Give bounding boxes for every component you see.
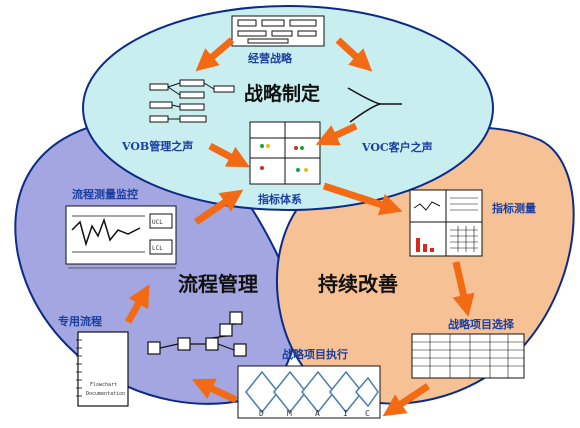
top-ellipse xyxy=(82,5,494,211)
kpi-system-table xyxy=(249,121,321,185)
arrow-strategy-to-voc xyxy=(335,37,373,72)
region-title-continuous-improvement: 持续改善 xyxy=(318,272,398,296)
arrow-measurement-to-selection xyxy=(452,261,475,317)
label-project-execution: 战略项目执行 xyxy=(282,347,348,361)
arrow-kpi-to-measurement xyxy=(322,182,403,216)
vob-tree-chart xyxy=(149,79,235,123)
voc-funnel-icon xyxy=(347,87,402,123)
lcl-label: LCL xyxy=(152,245,163,252)
notebook-line-2: Documentation xyxy=(86,391,125,397)
label-voc: VOC客户之声 xyxy=(361,140,433,154)
dmaic-letter: C xyxy=(365,409,370,418)
label-project-selection: 战略项目选择 xyxy=(448,317,515,331)
process-flowchart xyxy=(147,311,247,357)
kpi-measurement-charts xyxy=(409,189,483,257)
region-title-strategy: 战略制定 xyxy=(244,82,320,105)
arrow-selection-to-execution xyxy=(382,383,430,417)
arrow-voc-to-kpi xyxy=(315,122,358,146)
label-vob: VOB管理之声 xyxy=(121,139,193,153)
arrow-execution-to-notebook xyxy=(191,378,238,404)
flow-arrows xyxy=(124,37,475,417)
arrow-notebook-to-monitoring xyxy=(124,284,150,324)
dmaic-letter: A xyxy=(315,409,320,418)
label-process-monitoring: 流程测量监控 xyxy=(72,187,138,201)
dmaic-letter: M xyxy=(287,409,292,418)
label-kpi-system: 指标体系 xyxy=(258,192,302,206)
process-notebook: Flowchart Documentation xyxy=(76,331,129,407)
dmaic-letter: D xyxy=(259,409,264,418)
project-selection-table xyxy=(411,333,525,379)
notebook-line-1: Flowchart xyxy=(90,382,117,388)
region-title-process-management: 流程管理 xyxy=(178,272,258,296)
dmaic-letter: I xyxy=(343,409,348,418)
arrow-strategy-to-vob xyxy=(195,37,235,72)
control-chart: UCL LCL xyxy=(65,205,177,269)
label-business-strategy: 经营战略 xyxy=(248,51,293,65)
strategy-mini-chart xyxy=(231,15,325,47)
arrow-vob-to-kpi xyxy=(208,142,250,168)
arrow-monitoring-to-kpi xyxy=(194,189,244,225)
label-dedicated-process: 专用流程 xyxy=(58,314,102,328)
ucl-label: UCL xyxy=(152,219,163,226)
label-kpi-measurement: 指标测量 xyxy=(492,201,536,215)
